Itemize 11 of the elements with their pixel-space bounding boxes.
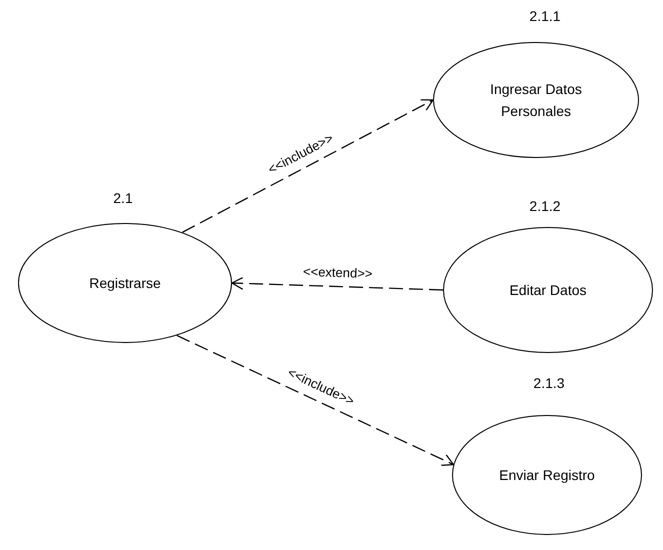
use-case-name: Registrarse — [89, 274, 161, 293]
dashed-arrow — [176, 334, 454, 466]
use-case-number: 2.1.3 — [533, 375, 565, 391]
use-case-number: 2.1.1 — [529, 8, 561, 24]
use-case-name: Ingresar Datos Personales — [489, 80, 583, 121]
dashed-arrow — [231, 276, 444, 291]
dashed-arrow — [182, 99, 434, 233]
use-case-name: Editar Datos — [509, 280, 587, 300]
use-case-number: 2.1.2 — [529, 198, 561, 214]
use-case-name: Enviar Registro — [499, 466, 595, 485]
use-case-number: 2.1 — [113, 190, 133, 206]
